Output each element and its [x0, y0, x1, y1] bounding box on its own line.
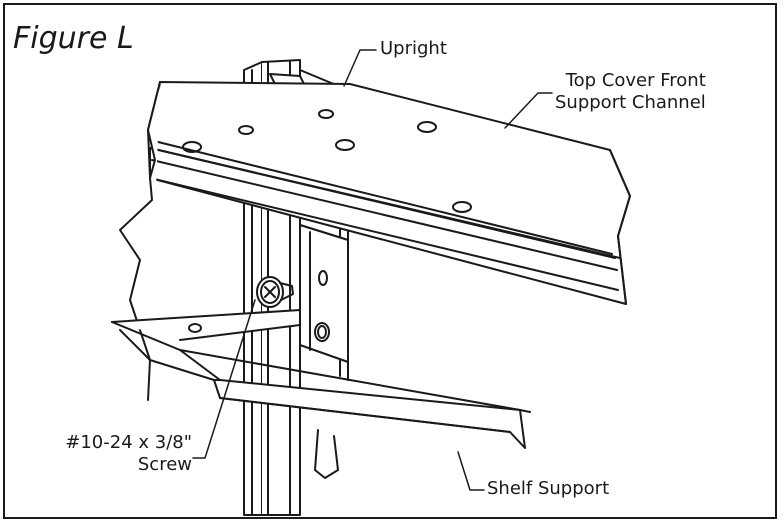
screw-label-line2: Screw	[137, 453, 192, 475]
figure-frame	[3, 3, 777, 519]
leader-lines	[192, 49, 553, 491]
screw-label: #10-24 x 3/8" Screw	[20, 432, 192, 475]
top-cover-label-line2: Support Channel	[555, 91, 706, 113]
screw	[256, 276, 294, 308]
screw-label-line1: #10-24 x 3/8"	[65, 432, 192, 453]
figure-title: Figure L	[13, 21, 134, 56]
upright-label: Upright	[380, 38, 447, 59]
shelf-support-label: Shelf Support	[487, 478, 610, 499]
top-cover-label: Top Cover Front Support Channel	[555, 70, 706, 113]
top-cover-label-line1: Top Cover Front	[565, 70, 706, 91]
shelf-support	[111, 309, 531, 479]
